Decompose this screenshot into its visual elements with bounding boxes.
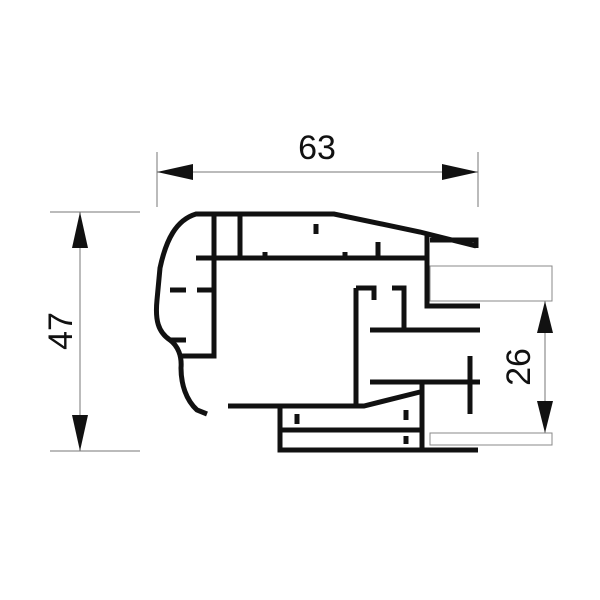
glass-pane-top — [429, 265, 553, 302]
glazing-dimension-label: 26 — [500, 348, 538, 386]
profile-left-chamber-wall — [182, 214, 217, 359]
height-arrow-bottom — [72, 415, 88, 451]
width-dimension: 63 — [156, 129, 479, 207]
profile-top-nose — [424, 232, 480, 309]
height-dimension-label: 47 — [42, 312, 80, 350]
profile-front-curve — [153, 211, 214, 417]
height-dimension: 47 — [42, 211, 140, 452]
glazing-dimension: 26 — [490, 300, 553, 434]
profile-bead-upper-leg — [392, 285, 407, 330]
glazing-arrow-bottom — [537, 401, 553, 433]
aluminium-profile — [153, 211, 480, 453]
height-arrow-top — [72, 212, 88, 248]
profile-bead-top — [356, 285, 377, 300]
glazing-arrow-top — [537, 301, 553, 333]
width-dimension-label: 63 — [298, 129, 336, 167]
glazing-panel — [429, 265, 553, 446]
width-arrow-left — [157, 164, 193, 180]
profile-top-nose-tip — [430, 237, 479, 248]
width-arrow-right — [442, 164, 478, 180]
profile-bottom-chamber — [277, 406, 478, 453]
glass-pane-bottom — [429, 432, 553, 446]
profile-lower-rail — [228, 389, 421, 409]
